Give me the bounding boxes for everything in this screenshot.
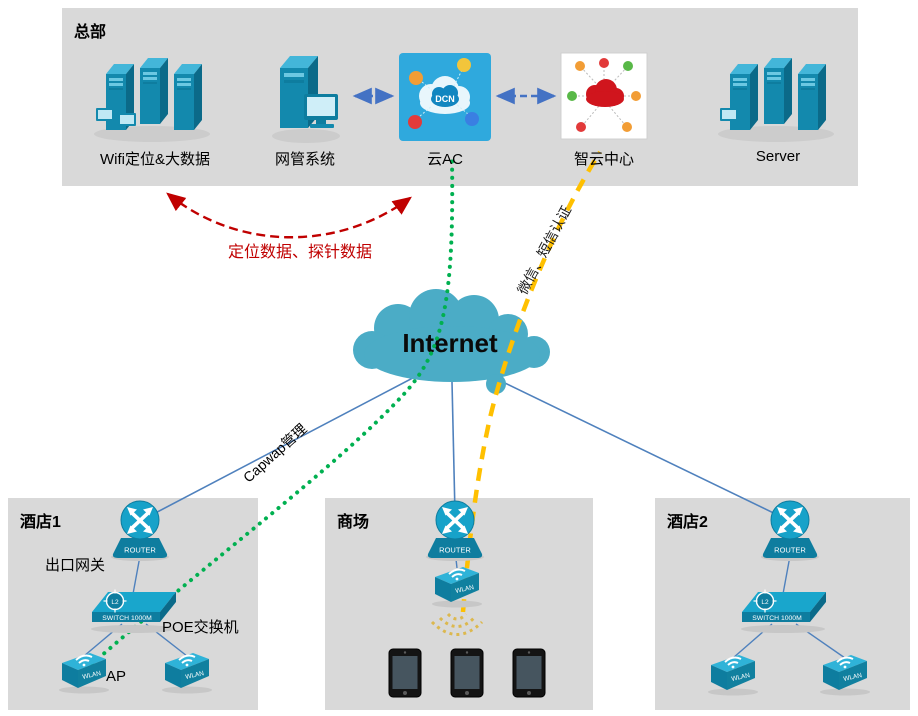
dcn-label: DCN: [435, 94, 455, 104]
region-title-hotel1: 酒店1: [20, 514, 61, 531]
hotel1-ap1-icon: WLAN: [55, 646, 113, 694]
poe-switch-label: POE交换机: [162, 619, 239, 636]
wifi-bigdata-servers-icon: [88, 50, 220, 146]
cloud-ac-icon: DCN: [398, 52, 492, 142]
mall-wlan-icon: WLAN: [428, 560, 486, 608]
internet-cloud: Internet: [353, 289, 550, 394]
hotel1-ap2-icon: WLAN: [158, 646, 216, 694]
l2-label: L2: [111, 599, 119, 606]
tablet-icon: [450, 648, 484, 698]
gateway-label: 出口网关: [45, 557, 106, 574]
positioning-data-link: [166, 192, 412, 239]
capwap-label: Capwap管理: [239, 420, 310, 486]
hotel2-switch-icon: L2 SWITCH 1000M: [736, 586, 831, 634]
label-nms: 网管系统: [274, 151, 335, 168]
region-title-mall: 商场: [337, 514, 370, 531]
l2-label: L2: [761, 599, 769, 606]
label-smart-cloud: 智云中心: [573, 151, 634, 168]
hotel2-ap1-icon: WLAN: [704, 648, 762, 696]
smart-cloud-center-icon: [560, 52, 648, 140]
nms-workstation-icon: [266, 52, 346, 144]
region-title-hotel2: 酒店2: [667, 514, 708, 531]
internet-label: Internet: [402, 328, 498, 358]
switch-label: SWITCH 1000M: [752, 615, 802, 622]
server-rack-icon: [712, 50, 844, 146]
tablet-icon: [388, 648, 422, 698]
mall-router-icon: ROUTER: [420, 500, 490, 562]
ap-label: AP: [106, 668, 127, 685]
switch-label: SWITCH 1000M: [102, 615, 152, 622]
label-server: Server: [755, 148, 801, 165]
label-cloud-ac: 云AC: [427, 151, 463, 168]
auth-label: 微信、短信认证: [514, 203, 575, 298]
label-wifi-bigdata: Wifi定位&大数据: [100, 151, 210, 168]
router-label: ROUTER: [439, 546, 471, 555]
wlan-label: WLAN: [185, 670, 205, 681]
wlan-label: WLAN: [731, 672, 751, 683]
region-title-hq: 总部: [74, 24, 107, 41]
hotel1-router-icon: ROUTER: [105, 500, 175, 562]
router-label: ROUTER: [774, 546, 806, 555]
wlan-label: WLAN: [843, 672, 863, 683]
positioning-data-label: 定位数据、探针数据: [228, 244, 373, 261]
hotel2-router-icon: ROUTER: [755, 500, 825, 562]
wlan-label: WLAN: [82, 670, 102, 681]
tablet-icon: [512, 648, 546, 698]
router-label: ROUTER: [124, 546, 156, 555]
hotel2-ap2-icon: WLAN: [816, 648, 874, 696]
